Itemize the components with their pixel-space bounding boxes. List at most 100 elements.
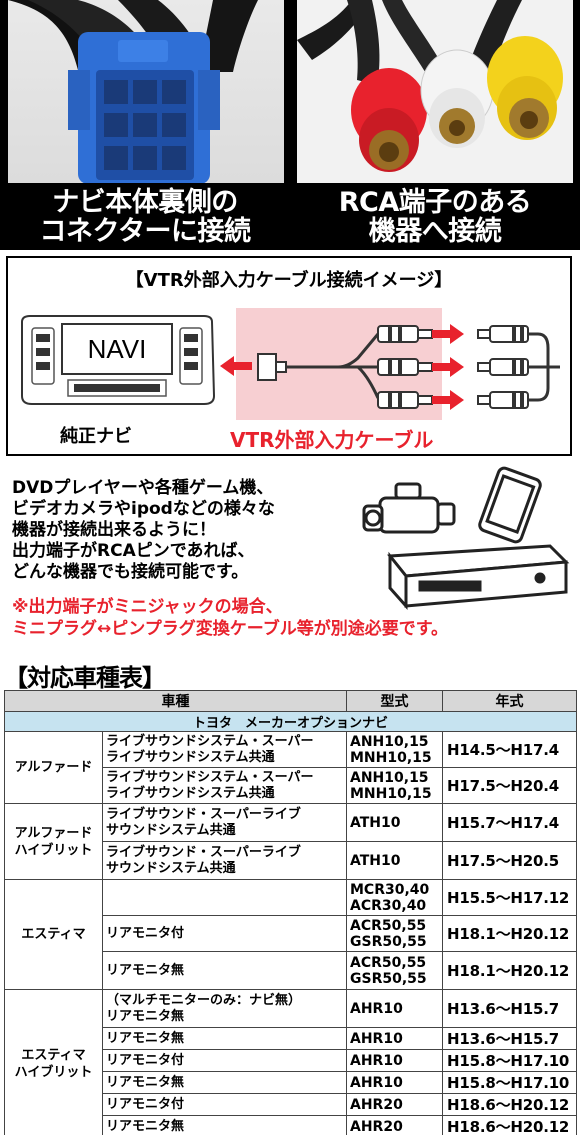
row-year: H15.5～H17.12	[442, 879, 577, 916]
row-year: H18.1～H20.12	[442, 951, 577, 990]
header-year: 年式	[442, 690, 577, 712]
description-line: 出力端子がRCAピンであれば、	[12, 541, 255, 561]
row-year: H17.5～H20.4	[442, 767, 577, 804]
row-year: H15.7～H17.4	[442, 803, 577, 842]
description-line: DVDプレイヤーや各種ゲーム機、	[12, 478, 274, 498]
row-model: AHR10	[346, 1071, 443, 1094]
vehicle-name: アルファードハイブリット	[4, 803, 103, 880]
description-line: 機器が接続出来るように！	[12, 520, 216, 540]
navi-caption: 純正ナビ	[60, 426, 132, 447]
caption-line: 機器へ接続	[368, 216, 502, 247]
row-model: AHR10	[346, 1049, 443, 1072]
maker-label: トヨタ メーカーオプションナビ	[4, 711, 577, 732]
navi-unit	[21, 315, 216, 405]
blue-connector-image	[8, 0, 258, 183]
row-description: リアモニタ付	[102, 915, 347, 952]
row-year: H18.6～H20.12	[442, 1115, 577, 1135]
row-description: ライブサウンド・スーパーライブサウンドシステム共通	[102, 803, 347, 842]
row-description: リアモニタ無	[102, 951, 347, 990]
row-model: AHR10	[346, 1027, 443, 1050]
header-model: 型式	[346, 690, 443, 712]
row-description: リアモニタ無	[102, 1027, 347, 1050]
rca-photo	[297, 0, 573, 183]
connection-diagram: NAVI	[6, 256, 572, 456]
row-description: ライブサウンド・スーパーライブサウンドシステム共通	[102, 841, 347, 880]
arrow-to-navi	[220, 356, 252, 376]
row-description: リアモニタ付	[102, 1093, 347, 1116]
table-header-row: 車種 型式 年式	[4, 690, 577, 712]
dvd-player-icon	[387, 544, 570, 610]
vehicle-name: アルファード	[4, 731, 103, 804]
row-year: H18.1～H20.12	[442, 915, 577, 952]
table-row: エスティマハイブリット （マルチモニターのみ：ナビ無）リアモニタ無 AHR10 …	[4, 989, 577, 1135]
row-description: （マルチモニターのみ：ナビ無）リアモニタ無	[102, 989, 347, 1028]
device-plug-group	[477, 325, 529, 409]
rca-plug-group	[377, 325, 433, 409]
description-line: どんな機器でも接続可能です。	[12, 562, 249, 582]
row-year: H14.5～H17.4	[442, 731, 577, 768]
devices-illustration	[362, 466, 570, 610]
row-year: H15.8～H17.10	[442, 1071, 577, 1094]
vehicle-name: エスティマ	[4, 879, 103, 990]
description-text: DVDプレイヤーや各種ゲーム機、 ビデオカメラやipodなどの様々な 機器が接続…	[12, 478, 372, 583]
table-row: アルファードハイブリット ライブサウンド・スーパーライブサウンドシステム共通 A…	[4, 803, 577, 880]
navi-label: NAVI	[88, 334, 147, 364]
caption-line: ナビ本体裏側の	[52, 187, 238, 218]
row-model: ATH10	[346, 841, 443, 880]
row-description: リアモニタ無	[102, 1071, 347, 1094]
table-row: リアモニタ無 AHR10 H15.8～H17.10	[5, 1071, 577, 1094]
yellow-plug	[487, 36, 563, 140]
rca-plugs-image	[297, 0, 563, 172]
connector-photo	[8, 0, 284, 183]
top-photo-band: ナビ本体裏側の コネクターに接続 RCA端子のある 機器へ接続	[0, 0, 580, 250]
red-plug	[351, 68, 427, 172]
white-plug	[420, 49, 494, 148]
row-model: AHR20	[346, 1115, 443, 1135]
warning-line: ※出力端子がミニジャックの場合、	[12, 597, 283, 617]
connector-caption: ナビ本体裏側の コネクターに接続	[0, 188, 290, 246]
table-row: アルファード ライブサウンドシステム・スーパーライブサウンドシステム共通 ANH…	[4, 731, 577, 804]
caption-line: コネクターに接続	[39, 216, 251, 247]
row-description: リアモニタ無	[102, 1115, 347, 1135]
maker-row: トヨタ メーカーオプションナビ	[4, 711, 577, 732]
diagram-title: 【VTR外部入力ケーブル接続イメージ】	[125, 270, 453, 291]
row-description	[102, 879, 347, 916]
warning-text: ※出力端子がミニジャックの場合、 ミニプラグ↔ピンプラグ変換ケーブル等が別途必要…	[12, 596, 448, 640]
row-year: H13.6～H15.7	[442, 989, 577, 1028]
header-vehicle: 車種	[4, 690, 347, 712]
cable-caption: VTR外部入力ケーブル	[230, 428, 434, 452]
row-model: AHR20	[346, 1093, 443, 1116]
arrows-to-device	[432, 324, 464, 410]
vehicle-name: エスティマハイブリット	[4, 989, 103, 1135]
section-title: 【対応車種表】	[4, 664, 166, 692]
smartphone-icon	[478, 466, 542, 544]
row-model: AHR10	[346, 989, 443, 1028]
warning-line: ミニプラグ↔ピンプラグ変換ケーブル等が別途必要です。	[12, 619, 449, 639]
row-description: ライブサウンドシステム・スーパーライブサウンドシステム共通	[102, 767, 347, 804]
row-year: H17.5～H20.5	[442, 841, 577, 880]
row-model: ATH10	[346, 803, 443, 842]
table-row: リアモニタ付 AHR20 H18.6～H20.12	[5, 1093, 577, 1116]
row-description: リアモニタ付	[102, 1049, 347, 1072]
row-year: H18.6～H20.12	[442, 1093, 577, 1116]
row-year: H13.6～H15.7	[442, 1027, 577, 1050]
caption-line: RCA端子のある	[338, 187, 532, 218]
row-year: H15.8～H17.10	[442, 1049, 577, 1072]
video-camera-icon	[362, 482, 456, 534]
table-row: リアモニタ無 AHR20 H18.6～H20.12	[5, 1115, 577, 1135]
row-description: ライブサウンドシステム・スーパーライブサウンドシステム共通	[102, 731, 347, 768]
diagram-illustration: NAVI	[21, 308, 560, 420]
compatibility-table: 車種 型式 年式 トヨタ メーカーオプションナビ アルファード ライブサウンドシ…	[4, 690, 577, 1135]
rca-caption: RCA端子のある 機器へ接続	[290, 188, 580, 246]
cable-line	[286, 333, 380, 399]
description-line: ビデオカメラやipodなどの様々な	[12, 499, 275, 519]
